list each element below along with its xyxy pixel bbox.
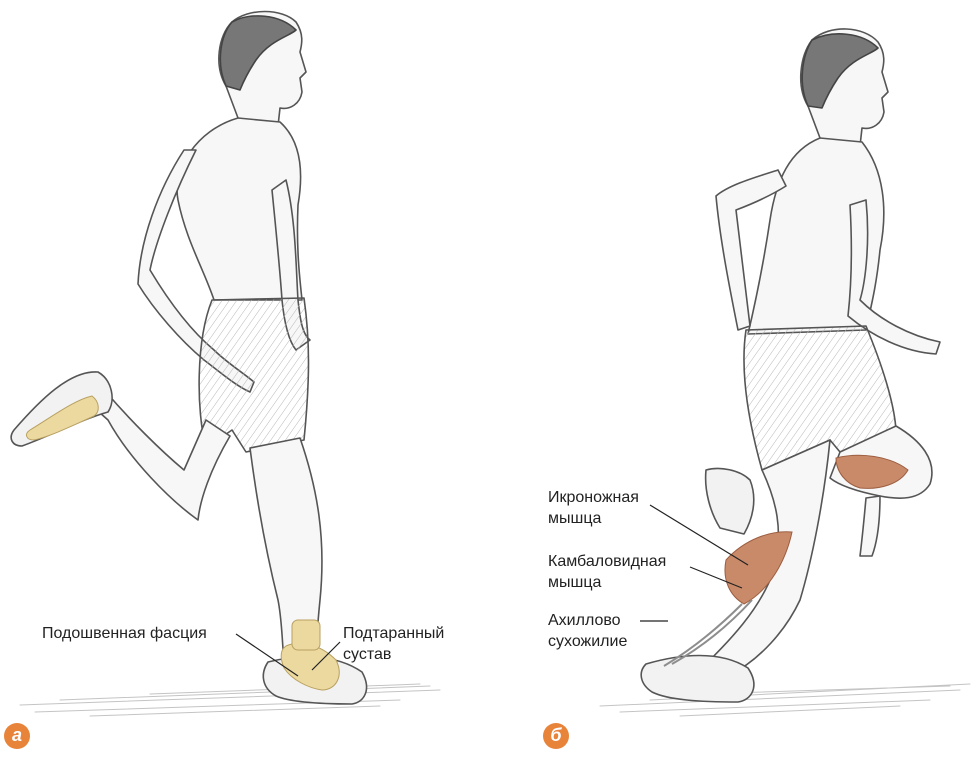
label-gastrocnemius-2: мышца (548, 509, 601, 529)
runner-b (600, 29, 970, 716)
label-soleus-2: мышца (548, 573, 601, 593)
panel-marker-b: б (543, 723, 569, 749)
label-subtalar-joint-2: сустав (343, 645, 391, 665)
shoe-front-b (641, 656, 754, 703)
label-subtalar-joint-1: Подтаранный (343, 624, 444, 644)
panel-marker-a: а (4, 723, 30, 749)
label-plantar-fascia: Подошвенная фасция (42, 624, 207, 644)
label-achilles-2: сухожилие (548, 632, 627, 652)
shoe-back-b (706, 468, 754, 534)
label-achilles-1: Ахиллово (548, 611, 621, 631)
runner-a (11, 12, 440, 717)
label-gastrocnemius-1: Икроножная (548, 488, 639, 508)
label-soleus-1: Камбаловидная (548, 552, 666, 572)
ground-shadow-a (20, 684, 440, 716)
lift-shin-b (860, 496, 880, 556)
